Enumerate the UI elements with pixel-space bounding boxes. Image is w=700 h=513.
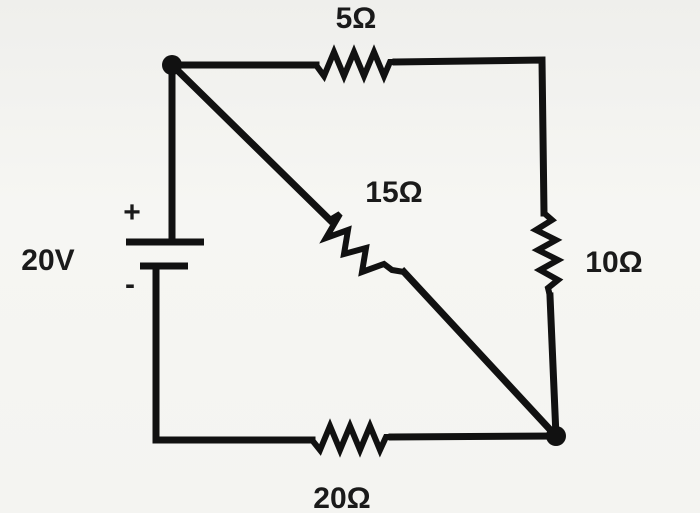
label-voltage-source: 20V (21, 244, 74, 277)
wires (152, 56, 561, 444)
wire-bottom-right (388, 432, 560, 441)
label-battery-minus: - (125, 268, 135, 301)
label-resistor-15: 15Ω (365, 176, 422, 209)
wire-right-lower (546, 292, 560, 440)
label-resistor-20: 20Ω (313, 482, 370, 513)
resistor-10-ohm (529, 210, 565, 299)
label-resistor-10: 10Ω (585, 246, 642, 279)
wire-top-right (392, 56, 548, 217)
wire-diag-upper (167, 60, 335, 225)
resistor-5-ohm (313, 44, 399, 84)
resistor-15-ohm (319, 211, 407, 277)
node-bottom-right (546, 426, 566, 446)
label-battery-plus: + (123, 196, 141, 229)
label-resistor-5: 5Ω (336, 2, 377, 35)
resistor-20-ohm (309, 418, 395, 458)
node-top-left (162, 55, 182, 75)
battery (126, 238, 204, 270)
wire-diag-lower (399, 267, 561, 441)
